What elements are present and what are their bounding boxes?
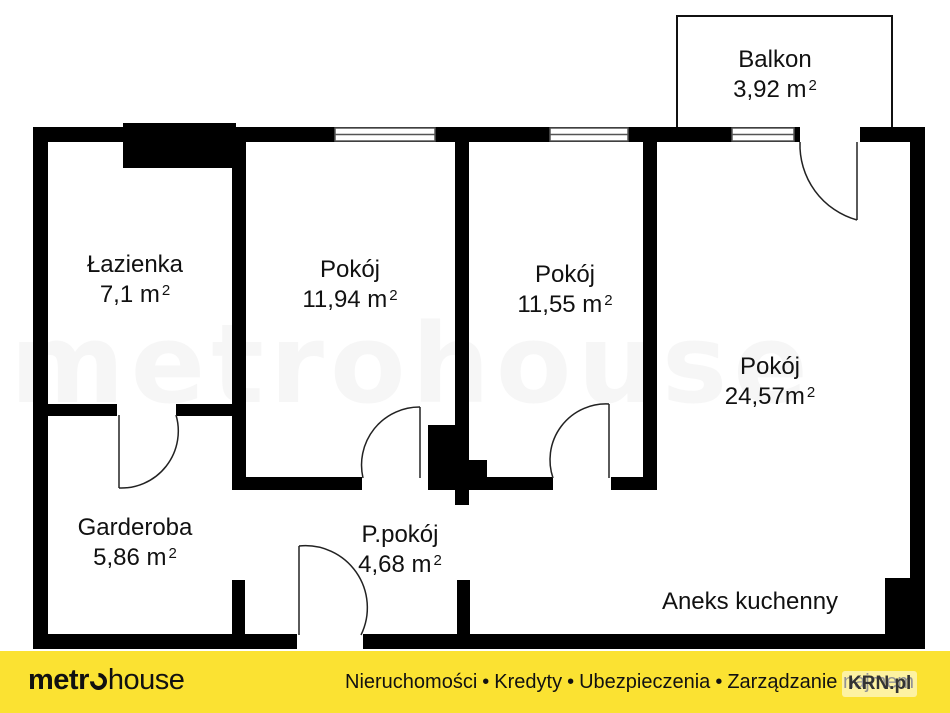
krn-badge[interactable]: KRN.pl bbox=[842, 671, 918, 697]
door-openings bbox=[117, 125, 860, 652]
floor-plan bbox=[33, 15, 925, 652]
services-list: Nieruchomości•Kredyty•Ubezpieczenia•Zarz… bbox=[345, 671, 914, 694]
room-name: Pokój bbox=[534, 261, 596, 288]
service-item: Ubezpieczenia bbox=[579, 671, 711, 693]
room-name: Aneks kuchenny bbox=[661, 588, 839, 615]
room-name: Łazienka bbox=[86, 251, 184, 278]
separator: • bbox=[482, 671, 490, 693]
service-item: Nieruchomości bbox=[345, 671, 478, 693]
room-label-aneks: Aneks kuchenny bbox=[650, 587, 850, 617]
service-item: Kredyty bbox=[494, 671, 563, 693]
outer-walls bbox=[33, 123, 925, 649]
interior-walls bbox=[40, 140, 657, 636]
separator: • bbox=[715, 671, 723, 693]
logo-o-icon bbox=[86, 669, 111, 694]
balcony-outline bbox=[676, 15, 893, 130]
windows bbox=[334, 127, 795, 142]
room-name: Pokój bbox=[739, 353, 801, 380]
separator: • bbox=[567, 671, 575, 693]
room-name: P.pokój bbox=[361, 521, 439, 548]
room-name: Garderoba bbox=[77, 514, 193, 541]
doors bbox=[118, 141, 858, 636]
room-name: Balkon bbox=[738, 46, 812, 73]
room-name: Pokój bbox=[319, 256, 381, 283]
